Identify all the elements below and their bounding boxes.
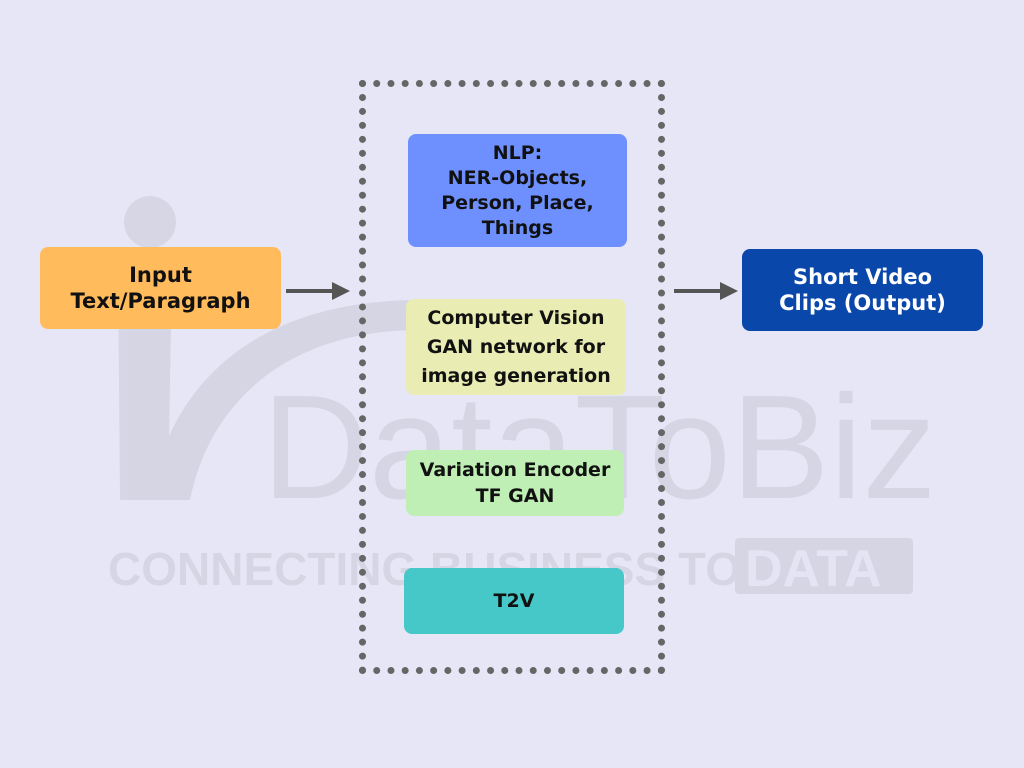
watermark-data-text: DATA [745, 540, 882, 598]
arrow-input-to-pipeline [286, 282, 350, 300]
computer-vision-label: Computer Vision GAN network for image ge… [421, 306, 611, 387]
t2v-label: T2V [493, 590, 535, 612]
pipeline-frame [359, 80, 665, 674]
arrow-pipeline-to-output [674, 282, 738, 300]
variation-encoder-box: Variation Encoder TF GAN [406, 450, 624, 516]
watermark-data-badge [735, 538, 913, 594]
output-video-label: Short Video Clips (Output) [779, 265, 946, 315]
variation-encoder-label: Variation Encoder TF GAN [419, 459, 611, 507]
watermark-logo-dot [124, 196, 176, 248]
nlp-box: NLP: NER-Objects, Person, Place, Things [408, 134, 627, 247]
output-video-box: Short Video Clips (Output) [742, 249, 983, 331]
t2v-box: T2V [404, 568, 624, 634]
computer-vision-box: Computer Vision GAN network for image ge… [406, 299, 626, 395]
nlp-label: NLP: NER-Objects, Person, Place, Things [441, 141, 594, 239]
input-text-box: Input Text/Paragraph [40, 247, 281, 329]
input-text-label: Input Text/Paragraph [70, 263, 251, 313]
